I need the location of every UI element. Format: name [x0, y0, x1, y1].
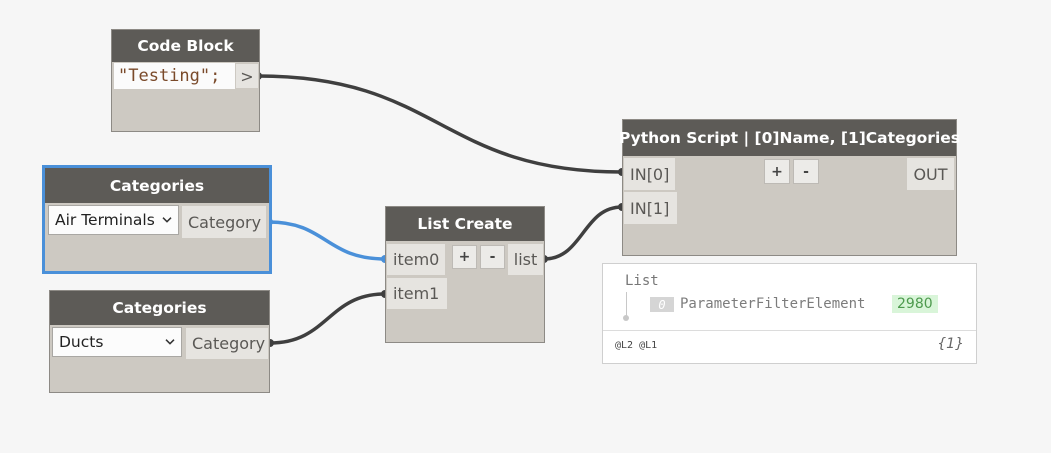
- wire-codeblock-to-python-in0[interactable]: [257, 74, 623, 174]
- code-block-node[interactable]: Code Block "Testing"; >: [111, 29, 260, 132]
- node-title: Python Script | [0]Name, [1]Categories: [619, 120, 960, 156]
- output-port[interactable]: >: [236, 64, 258, 88]
- tree-line: [626, 292, 627, 317]
- dropdown-value: Air Terminals: [55, 211, 155, 229]
- input-port-in0[interactable]: IN[0]: [624, 158, 675, 190]
- python-script-node[interactable]: Python Script | [0]Name, [1]Categories I…: [619, 119, 960, 256]
- node-title: Code Block: [112, 30, 259, 62]
- remove-input-button[interactable]: -: [793, 159, 819, 184]
- chevron-down-icon: [165, 339, 175, 345]
- output-preview-panel: List 0 ParameterFilterElement 2980 @L2 @…: [602, 263, 977, 364]
- list-create-node[interactable]: List Create item0 item1 + - list: [385, 206, 545, 343]
- preview-item-value: 2980: [892, 295, 938, 313]
- preview-list-label: List: [625, 273, 659, 289]
- remove-input-button[interactable]: -: [480, 245, 505, 269]
- output-port[interactable]: list: [508, 244, 543, 275]
- categories-node-2[interactable]: Categories Ducts Category: [49, 290, 270, 393]
- code-editor[interactable]: "Testing";: [114, 63, 235, 89]
- output-port[interactable]: Category: [186, 328, 268, 359]
- tree-dot-icon: [623, 315, 629, 321]
- preview-item-index: 0: [650, 297, 674, 312]
- input-port-in1[interactable]: IN[1]: [624, 192, 677, 224]
- output-port[interactable]: Category: [182, 206, 266, 238]
- dropdown-value: Ducts: [59, 333, 104, 351]
- preview-count: {1}: [937, 336, 964, 352]
- node-title: Categories: [45, 168, 269, 203]
- wire-list-to-python-in1[interactable]: [543, 205, 623, 261]
- preview-divider: [603, 330, 976, 331]
- add-input-button[interactable]: +: [764, 159, 790, 184]
- input-port-item0[interactable]: item0: [387, 244, 445, 275]
- wire-categories2-to-item1[interactable]: [269, 292, 386, 345]
- output-port[interactable]: OUT: [907, 158, 954, 190]
- wire-categories1-to-item0[interactable]: [268, 220, 386, 261]
- category-dropdown[interactable]: Air Terminals: [48, 205, 179, 235]
- add-input-button[interactable]: +: [452, 245, 477, 269]
- preview-levels: @L2 @L1: [615, 340, 658, 351]
- node-title: Categories: [50, 291, 269, 325]
- preview-item-type: ParameterFilterElement: [680, 296, 866, 312]
- chevron-down-icon: [162, 217, 172, 223]
- category-dropdown[interactable]: Ducts: [52, 327, 182, 357]
- input-port-item1[interactable]: item1: [387, 278, 447, 309]
- categories-node-1[interactable]: Categories Air Terminals Category: [42, 165, 272, 274]
- node-title: List Create: [386, 207, 544, 241]
